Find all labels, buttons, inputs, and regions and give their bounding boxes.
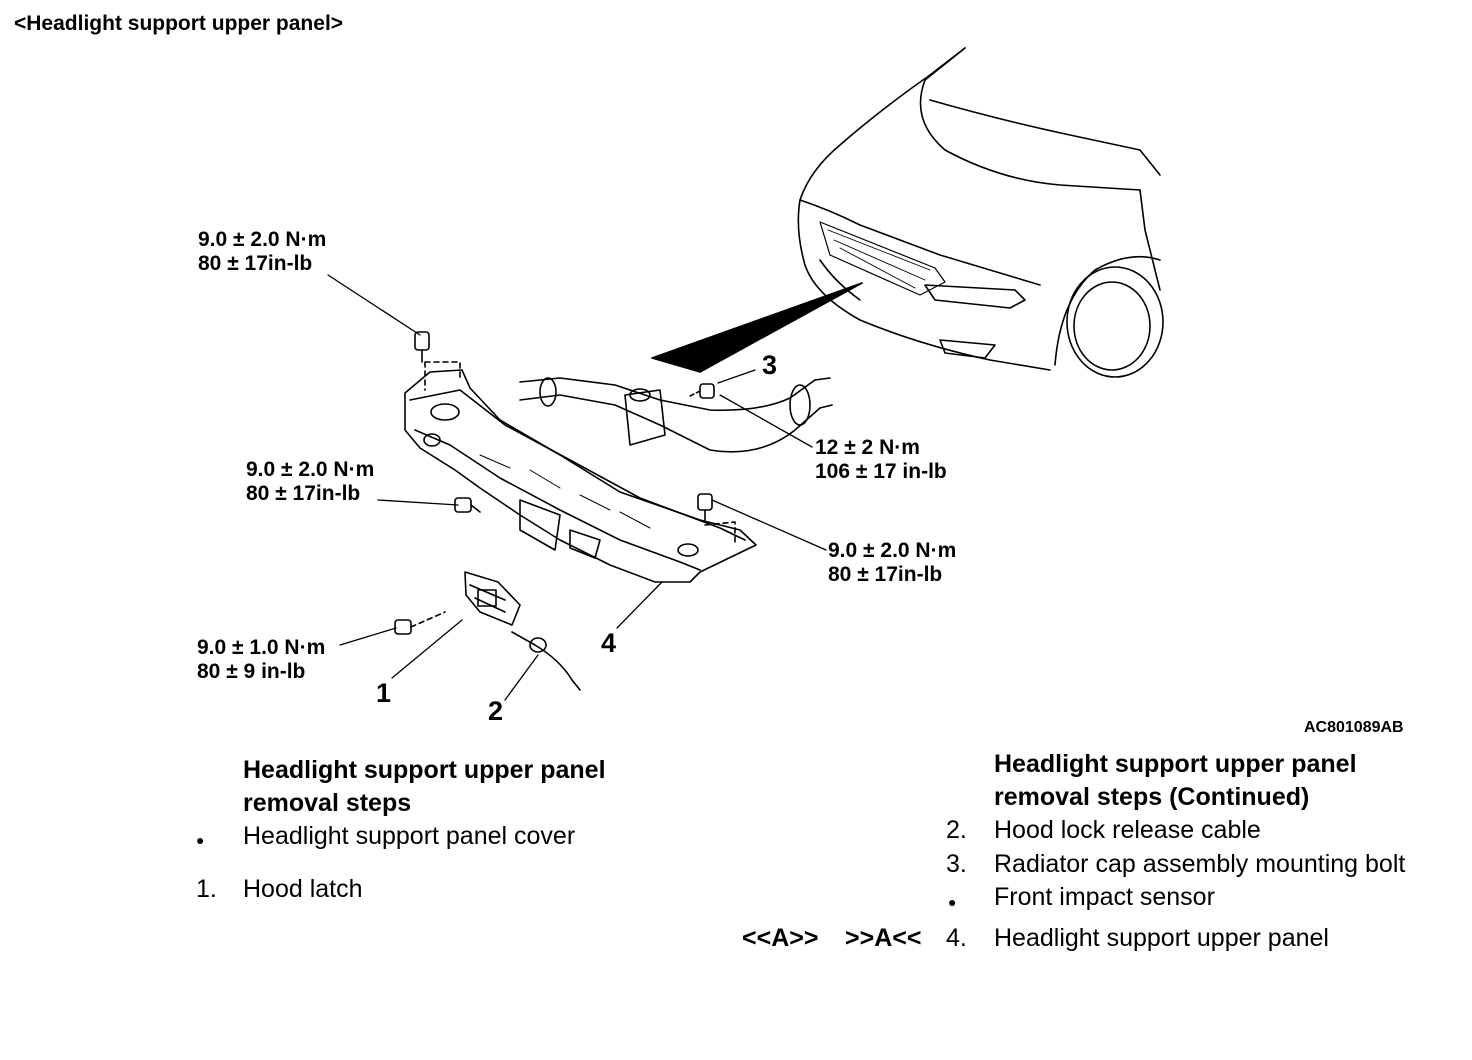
torque-inlb: 80 ± 17in-lb (246, 482, 361, 505)
step-number: 4. (946, 924, 967, 952)
torque-spec-panel-bolt: 9.0 ± 2.0 N·m 80 ± 17in-lb (828, 539, 956, 587)
torque-spec-radiator-cap-bolt: 12 ± 2 N·m 106 ± 17 in-lb (815, 436, 947, 484)
headlight-support-upper-panel (404, 361, 757, 583)
steps-left-heading-line2: removal steps (243, 789, 412, 817)
vehicle-front-illustration (797, 47, 1164, 378)
bullet-marker: ● (196, 832, 205, 848)
step-headlight-support-upper-panel: Headlight support upper panel (994, 924, 1329, 952)
bolts (394, 331, 715, 635)
radiator-hose (519, 377, 833, 453)
steps-left-heading: Headlight support upper panel removal st… (243, 754, 606, 820)
torque-nm: 9.0 ± 2.0 N·m (246, 458, 375, 481)
step-number: 3. (946, 850, 967, 878)
torque-inlb: 80 ± 9 in-lb (197, 660, 306, 683)
step-radiator-cap-bolt: Radiator cap assembly mounting bolt (994, 850, 1406, 878)
torque-spec-upper-bolt: 9.0 ± 2.0 N·m 80 ± 17in-lb (198, 228, 326, 276)
bullet-marker: ● (948, 894, 957, 910)
step-hood-latch: Hood latch (243, 875, 363, 903)
torque-inlb: 80 ± 17in-lb (198, 252, 313, 275)
step-front-impact-sensor: Front impact sensor (994, 883, 1215, 911)
installation-reference-a: >>A<< (845, 924, 922, 952)
steps-right-heading-line1: Headlight support upper panel (994, 750, 1357, 778)
torque-nm: 9.0 ± 1.0 N·m (197, 636, 326, 659)
torque-nm: 9.0 ± 2.0 N·m (828, 539, 957, 562)
detail-pointer-wedge (651, 282, 863, 373)
callout-1: 1 (376, 678, 392, 708)
torque-nm: 12 ± 2 N·m (815, 436, 920, 459)
callout-2: 2 (488, 696, 504, 726)
hood-lock-release-cable (511, 631, 581, 691)
torque-spec-side-bolt: 9.0 ± 2.0 N·m 80 ± 17in-lb (246, 458, 374, 506)
steps-right-heading-line2: removal steps (Continued) (994, 783, 1310, 811)
leader-lines (327, 274, 827, 701)
torque-inlb: 106 ± 17 in-lb (815, 460, 947, 483)
removal-reference-a: <<A>> (742, 924, 819, 952)
step-number: 1. (196, 875, 217, 903)
callout-4: 4 (601, 628, 617, 658)
step-number: 2. (946, 816, 967, 844)
steps-left-heading-line1: Headlight support upper panel (243, 756, 606, 784)
torque-spec-hood-latch-bolt: 9.0 ± 1.0 N·m 80 ± 9 in-lb (197, 636, 325, 684)
torque-inlb: 80 ± 17in-lb (828, 563, 943, 586)
steps-right-heading: Headlight support upper panel removal st… (994, 748, 1357, 814)
torque-nm: 9.0 ± 2.0 N·m (198, 228, 327, 251)
figure-reference-code: AC801089AB (1304, 719, 1404, 736)
step-headlight-support-panel-cover: Headlight support panel cover (243, 822, 576, 850)
page-title: <Headlight support upper panel> (14, 12, 344, 35)
exploded-view-diagram (327, 47, 1164, 701)
step-hood-lock-release-cable: Hood lock release cable (994, 816, 1261, 844)
callout-3: 3 (762, 350, 778, 380)
hood-latch (464, 571, 521, 626)
